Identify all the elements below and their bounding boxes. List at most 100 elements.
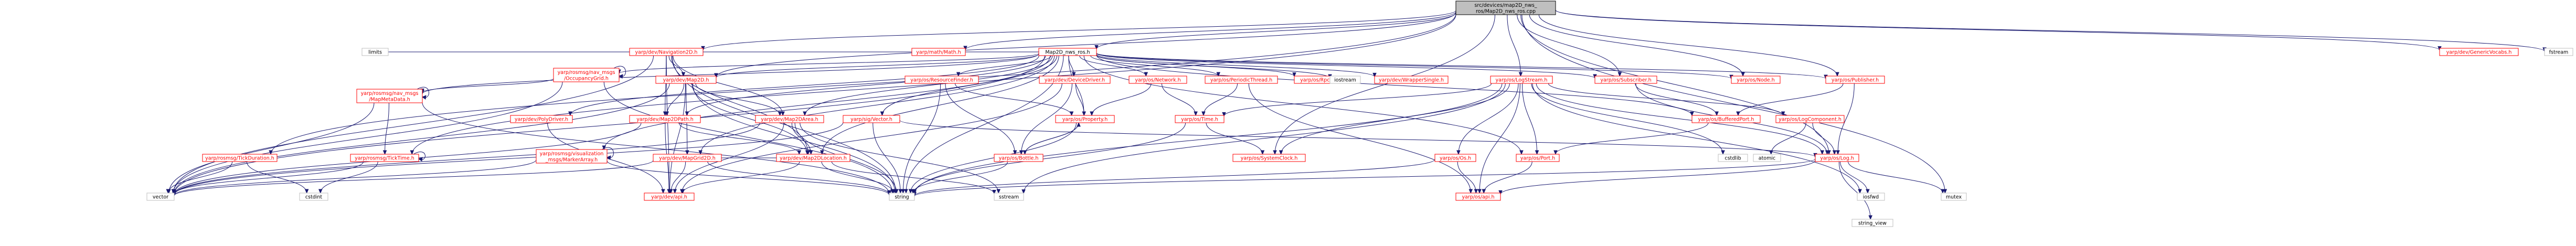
edge-ostime-to-systemclock [1206, 122, 1265, 155]
node-rosmsg_ticktime[interactable]: yarp/rosmsg/TickTime.h [350, 154, 419, 162]
node-bufferedport[interactable]: yarp/os/BufferedPort.h [1691, 115, 1761, 123]
node-periodicthread[interactable]: yarp/os/PeriodicThread.h [1205, 76, 1278, 84]
node-rosmsg_marker[interactable]: yarp/rosmsg/visualization_msgs/MarkerArr… [536, 149, 608, 164]
edge-network-to-ostime [1161, 83, 1198, 116]
node-label-resfinder-0: yarp/os/ResourceFinder.h [910, 78, 973, 83]
node-osapi[interactable]: yarp/os/api.h [1455, 192, 1501, 201]
node-map2dpath[interactable]: yarp/dev/Map2DPath.h [629, 115, 701, 123]
edge-map2d_nws_ros_h-to-rosmsg_marker [602, 55, 1051, 151]
node-rosmsg_occ[interactable]: yarp/rosmsg/nav_msgs/OccupancyGrid.h [553, 68, 620, 82]
node-genericvocabs[interactable]: yarp/dev/GenericVocabs.h [2439, 48, 2519, 56]
edge-logcomponent-to-oslog [1812, 122, 1837, 155]
node-oslog[interactable]: yarp/os/Log.h [1815, 154, 1859, 162]
node-map2d[interactable]: yarp/dev/Map2D.h [655, 76, 717, 84]
edge-publisher-to-bufferedport [1736, 83, 1844, 116]
node-label-rosmsg_marker-1: _msgs/MarkerArray.h [545, 157, 598, 163]
edge-rosmsg_meta-to-rosmsg_meta [417, 87, 429, 100]
node-logcomponent[interactable]: yarp/os/LogComponent.h [1775, 115, 1845, 123]
node-string_view: string_view [1851, 219, 1893, 227]
edge-map2d_nws_ros_h-to-polydriver [568, 55, 1039, 116]
node-wrappersingle[interactable]: yarp/dev/WrapperSingle.h [1374, 76, 1449, 84]
edge-root-to-systemclock [1273, 14, 1495, 155]
node-label-mutex-0: mutex [1946, 195, 1962, 200]
node-ostime[interactable]: yarp/os/Time.h [1175, 115, 1225, 123]
node-cstdlib: cstdlib [1718, 154, 1748, 162]
edge-rosmsg_occ-to-rosmsg_meta [420, 78, 554, 93]
edge-map2d_nws_ros_h-to-bufferedport [1096, 55, 1694, 116]
edge-root-to-osnode [1529, 14, 1745, 77]
node-logstream[interactable]: yarp/os/LogStream.h [1490, 76, 1553, 84]
edge-oslog-to-string_view [1838, 161, 1872, 220]
node-network[interactable]: yarp/os/Network.h [1129, 76, 1187, 84]
node-osos[interactable]: yarp/os/Os.h [1434, 154, 1476, 162]
node-publisher[interactable]: yarp/os/Publisher.h [1825, 76, 1885, 84]
edge-map2d_nws_ros_h-to-devicedriver [1068, 55, 1076, 77]
node-label-mapgrid2d-0: yarp/dev/MapGrid2D.h [659, 156, 716, 162]
node-map2darea[interactable]: yarp/dev/Map2DArea.h [755, 115, 824, 123]
node-navigation2d[interactable]: yarp/dev/Navigation2D.h [629, 48, 704, 56]
node-rosmsg_meta[interactable]: yarp/rosmsg/nav_msgs/MapMetaData.h [356, 89, 423, 103]
node-bottle[interactable]: yarp/os/Bottle.h [994, 154, 1044, 162]
node-cstdint: cstdint [299, 192, 328, 201]
node-label-sstream-0: sstream [999, 195, 1019, 200]
node-root: src/devices/map2D_nws_ros/Map2D_nws_ros.… [1455, 1, 1556, 15]
edge-map2dlocation-to-devapi [680, 161, 800, 194]
edge-periodicthread-to-ostime [1201, 83, 1238, 116]
node-rosmsg_tickdur[interactable]: yarp/rosmsg/TickDuration.h [202, 154, 278, 162]
edge-logcomponent-to-atomic [1769, 122, 1806, 155]
edge-map2d_nws_ros_h-to-osport [1083, 55, 1524, 155]
node-sigvector[interactable]: yarp/sig/Vector.h [843, 115, 900, 123]
edge-rosmsg_meta-to-rosmsg_ticktime [382, 102, 389, 155]
node-fstream: fstream [2544, 48, 2573, 56]
node-mapgrid2d[interactable]: yarp/dev/MapGrid2D.h [653, 154, 722, 162]
node-polydriver[interactable]: yarp/dev/PolyDriver.h [510, 115, 573, 123]
node-label-wrappersingle-0: yarp/dev/WrapperSingle.h [1379, 78, 1444, 83]
edge-map2d_nws_ros_h-to-map2dlocation [820, 55, 1059, 155]
edge-logstream-to-osport [1521, 83, 1539, 155]
edge-root-to-yarpmath [963, 11, 1456, 51]
node-systemclock[interactable]: yarp/os/SystemClock.h [1232, 154, 1306, 162]
edge-root-to-subscriber [1517, 14, 1622, 77]
node-map2dlocation[interactable]: yarp/dev/Map2DLocation.h [776, 154, 850, 162]
node-osnode[interactable]: yarp/os/Node.h [1731, 76, 1781, 84]
node-label-periodicthread-0: yarp/os/PeriodicThread.h [1210, 78, 1272, 83]
node-label-cstdlib-0: cstdlib [1725, 156, 1741, 162]
edge-rosmsg_ticktime-to-rosmsg_ticktime [413, 152, 425, 162]
node-string: string [889, 192, 915, 201]
edge-resfinder-to-property [954, 83, 1074, 116]
edge-map2d_nws_ros_h-to-rosmsg_meta [420, 54, 1039, 95]
node-label-map2d-0: yarp/dev/Map2D.h [663, 78, 709, 83]
node-devapi[interactable]: yarp/dev/api.h [644, 192, 695, 201]
node-property[interactable]: yarp/os/Property.h [1055, 115, 1115, 123]
edge-map2d-to-map2darea [695, 83, 782, 116]
edge-publisher-to-oslog [1836, 83, 1855, 155]
edge-resfinder-to-bottle [945, 83, 1017, 155]
edge-root-to-mutex [1521, 14, 1947, 194]
node-label-yarpmath-0: yarp/math/Math.h [916, 50, 961, 56]
edge-rosmsg_marker-to-rosmsg_marker [601, 147, 614, 160]
edge-bufferedport-to-osport [1553, 122, 1709, 155]
edge-rosmsg_ticktime-to-cstdint [318, 161, 378, 194]
node-limits: limits [361, 48, 389, 56]
node-label-polydriver-0: yarp/dev/PolyDriver.h [515, 117, 568, 123]
edge-map2d_nws_ros_h-to-sigvector [880, 55, 1058, 116]
node-atomic: atomic [1753, 154, 1781, 162]
node-yarpmath[interactable]: yarp/math/Math.h [911, 48, 966, 56]
node-subscriber[interactable]: yarp/os/Subscriber.h [1594, 76, 1657, 84]
node-osport[interactable]: yarp/os/Port.h [1516, 154, 1560, 162]
edge-sigvector-to-string [872, 122, 903, 194]
node-label-rosmsg_meta-1: /MapMetaData.h [369, 97, 410, 102]
edge-devicedriver-to-devapi [680, 83, 1062, 194]
edge-map2d-to-devapi [667, 83, 686, 194]
node-label-fstream-0: fstream [2549, 50, 2569, 56]
node-devicedriver[interactable]: yarp/dev/DeviceDriver.h [1039, 76, 1111, 84]
edge-rosmsg_occ-to-rosmsg_occ [613, 66, 626, 79]
edge-logstream-to-string [912, 83, 1503, 195]
edge-map2d-to-map2dlocation [691, 83, 810, 155]
node-label-root-1: ros/Map2D_nws_ros.cpp [1476, 8, 1536, 14]
edge-osos-to-osapi [1457, 161, 1478, 194]
node-label-logstream-0: yarp/os/LogStream.h [1496, 78, 1548, 83]
edge-mapgrid2d-to-devapi [669, 161, 686, 194]
node-resfinder[interactable]: yarp/os/ResourceFinder.h [904, 76, 979, 84]
